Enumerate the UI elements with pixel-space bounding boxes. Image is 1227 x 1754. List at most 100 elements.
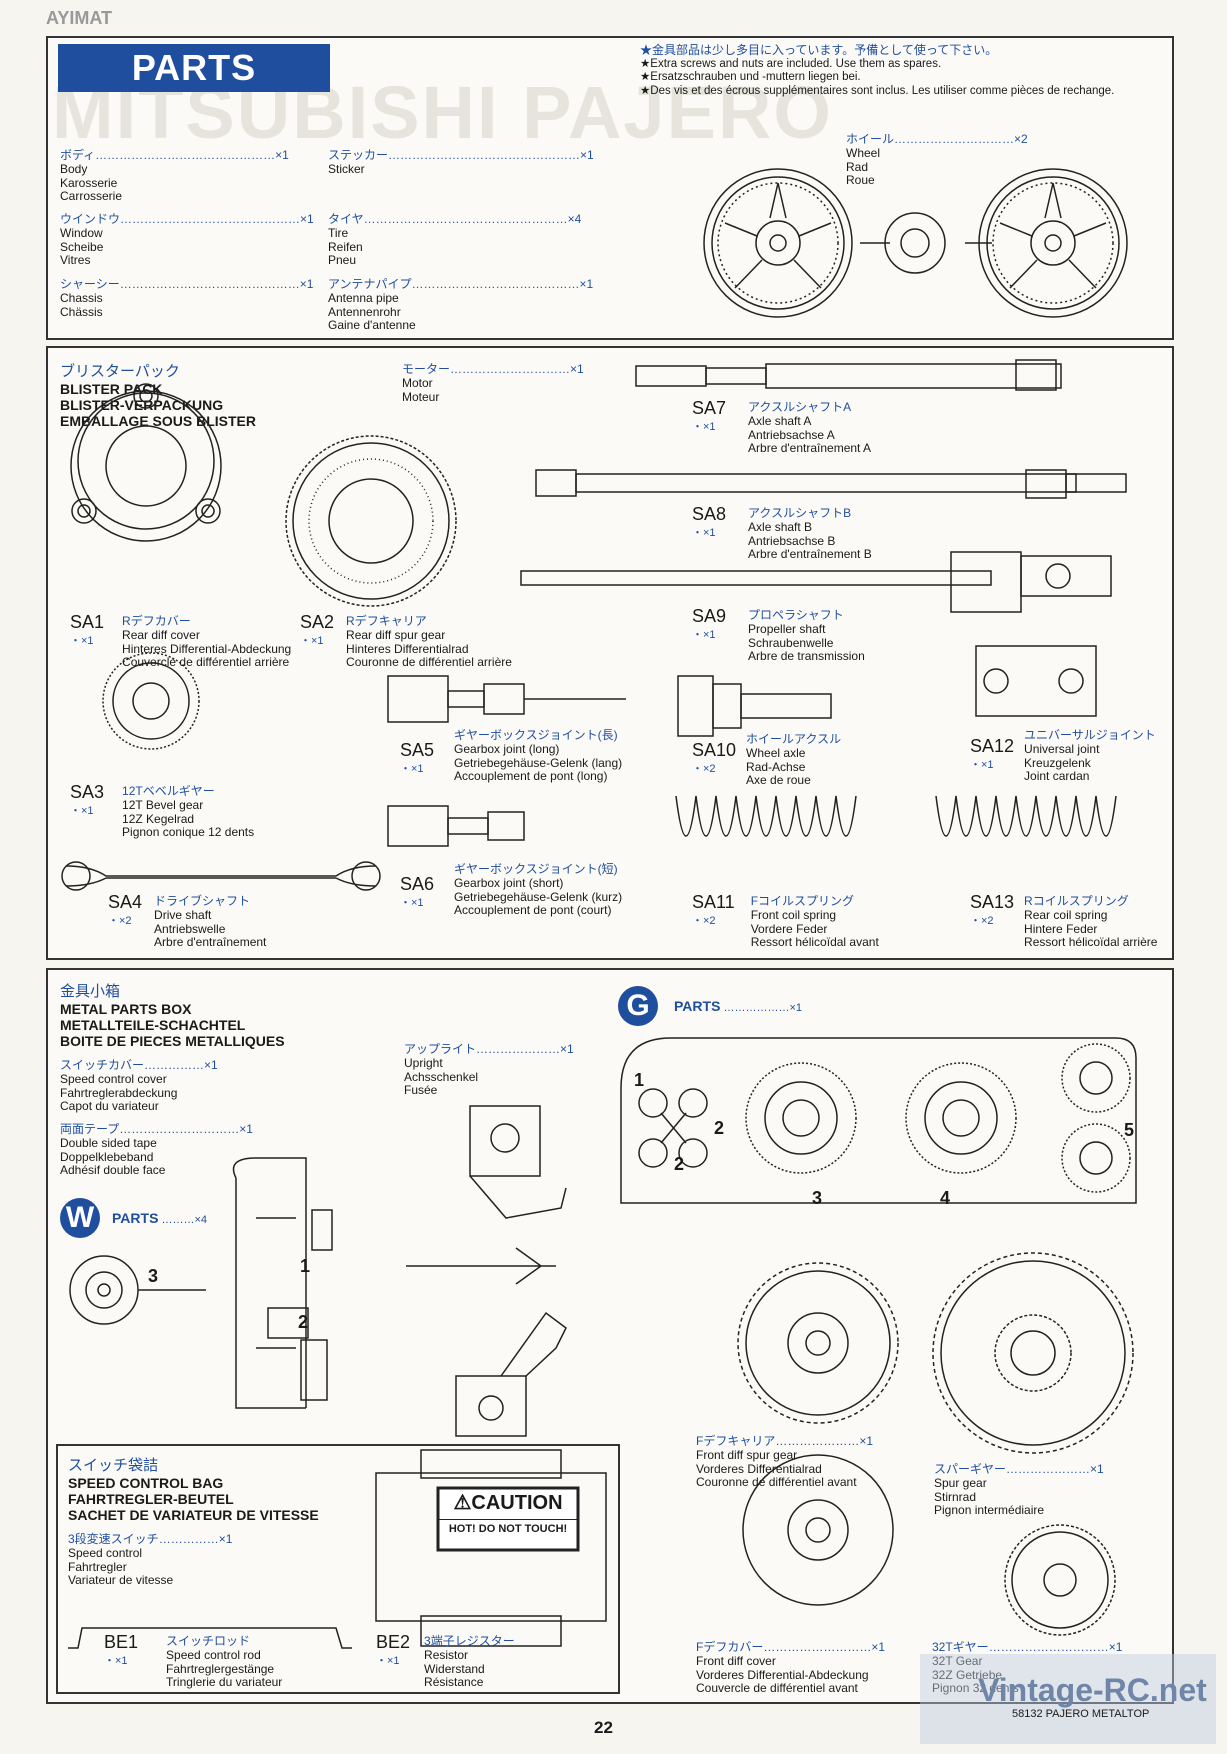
sa2-fr: Couronne de différentiel arrière bbox=[346, 655, 512, 669]
sa8-de: Antriebsachse B bbox=[748, 533, 836, 548]
sa9-de: Schraubenwelle bbox=[748, 635, 834, 650]
part-sticker-qty: ×1 bbox=[580, 148, 594, 162]
caution-text: CAUTION bbox=[471, 1492, 563, 1514]
front-cover-fr: Couvercle de différentiel avant bbox=[696, 1681, 858, 1695]
wheels-drawing bbox=[703, 168, 1128, 318]
item-sa5: SA5・×1 ギヤーボックスジョイント(長) Gearbox joint (lo… bbox=[400, 726, 622, 784]
g-part-number-2b: 2 bbox=[674, 1154, 685, 1174]
g-parts-qty: ×1 bbox=[789, 1002, 803, 1014]
metal-fr: BOITE DE PIECES METALLIQUES bbox=[60, 1033, 285, 1049]
sa8-fr: Arbre d'entraînement B bbox=[748, 547, 872, 561]
cover-fr: Capot du variateur bbox=[60, 1099, 159, 1113]
gear32-de: 32Z Getriebe bbox=[932, 1667, 1003, 1682]
item-be1: BE1・×1 スイッチロッド Speed control rod Fahrtre… bbox=[104, 1632, 282, 1690]
spares-note: ★金具部品は少し多目に入っています。予備として使って下さい。 ★Extra sc… bbox=[640, 43, 1114, 98]
sa3-code: SA3 bbox=[70, 782, 105, 802]
tape-fr: Adhésif double face bbox=[60, 1163, 166, 1177]
g-part-number-4: 4 bbox=[940, 1188, 951, 1208]
sa7-jp: アクスルシャフトA bbox=[748, 400, 852, 414]
front-cover-en: Front diff cover bbox=[696, 1654, 776, 1668]
sa7-de: Antriebsachse A bbox=[748, 427, 835, 442]
part-window-de: Scheibe bbox=[60, 239, 104, 254]
item-be2: BE2・×1 3端子レジスター Resistor Widerstand Rési… bbox=[376, 1632, 515, 1690]
sa3-fr: Pignon conique 12 dents bbox=[122, 825, 255, 839]
upright-en: Upright bbox=[404, 1056, 443, 1070]
part-body-fr: Carrosserie bbox=[60, 189, 123, 203]
front-cover-qty: ×1 bbox=[871, 1640, 886, 1654]
front-spur-de: Vorderes Differentialrad bbox=[696, 1461, 822, 1476]
blister-pack-box bbox=[46, 346, 1174, 960]
be2-qty: ・×1 bbox=[376, 1655, 400, 1667]
g-parts-label: PARTS ………………×1 bbox=[674, 998, 803, 1014]
part-chassis: シャーシー………………………………………×1 Chassis Chässis bbox=[60, 277, 314, 319]
item-sa9: SA9・×1 プロペラシャフト Propeller shaft Schraube… bbox=[692, 606, 865, 664]
part-body-qty: ×1 bbox=[275, 148, 289, 162]
be2-code: BE2 bbox=[376, 1632, 411, 1652]
part-chassis-de: Chässis bbox=[60, 304, 103, 319]
note-de: ★Ersatzschrauben und -muttern liegen bei… bbox=[640, 71, 861, 83]
upright-de: Achsschenkel bbox=[404, 1069, 479, 1084]
part-chassis-qty: ×1 bbox=[299, 277, 314, 291]
blister-drawings bbox=[61, 359, 1127, 891]
site-watermark: Vintage-RC.net bbox=[920, 1654, 1216, 1744]
switch-en: Speed control bbox=[68, 1546, 143, 1560]
speed-bag-fr: SACHET DE VARIATEUR DE VITESSE bbox=[68, 1507, 319, 1523]
cover-jp: スイッチカバー bbox=[60, 1058, 145, 1072]
sa6-de: Getriebegehäuse-Gelenk (kurz) bbox=[454, 889, 623, 904]
sa12-en: Universal joint bbox=[1024, 742, 1100, 756]
note-jp: ★金具部品は少し多目に入っています。予備として使って下さい。 bbox=[640, 43, 998, 57]
part-front-diff-spur: Fデフキャリア…………………×1 Front diff spur gear Vo… bbox=[696, 1434, 874, 1489]
warning-triangle-icon: ⚠ bbox=[453, 1492, 472, 1514]
g-parts-icon: G bbox=[618, 986, 658, 1026]
sa2-jp: Rデフキャリア bbox=[346, 614, 427, 628]
part-tire-en: Tire bbox=[328, 226, 349, 240]
cover-en: Speed control cover bbox=[60, 1072, 167, 1086]
sa8-code: SA8 bbox=[692, 504, 727, 524]
scan-header-text: AYIMAT bbox=[46, 8, 113, 28]
sa10-fr: Axe de roue bbox=[746, 773, 811, 787]
speed-control-bag-box bbox=[56, 1444, 620, 1694]
part-chassis-jp: シャーシー bbox=[60, 277, 120, 291]
be1-qty: ・×1 bbox=[104, 1655, 128, 1667]
sa12-jp: ユニバーサルジョイント bbox=[1024, 728, 1156, 742]
speed-bag-title: スイッチ袋詰 SPEED CONTROL BAG FAHRTREGLER-BEU… bbox=[68, 1454, 319, 1523]
part-tire-jp: タイヤ bbox=[328, 212, 364, 226]
speed-bag-de: FAHRTREGLER-BEUTEL bbox=[68, 1491, 234, 1507]
switch-qty: ×1 bbox=[218, 1532, 233, 1546]
cover-de: Fahrtreglerabdeckung bbox=[60, 1085, 178, 1100]
sa6-code: SA6 bbox=[400, 874, 435, 894]
part-tire-de: Reifen bbox=[328, 239, 363, 254]
switch-de: Fahrtregler bbox=[68, 1559, 127, 1574]
sa3-qty: ・×1 bbox=[70, 805, 94, 817]
sa2-code: SA2 bbox=[300, 612, 335, 632]
w-parts-text: PARTS bbox=[112, 1210, 159, 1226]
part-tire-fr: Pneu bbox=[328, 253, 357, 267]
item-sa13: SA13・×2 Rコイルスプリング Rear coil spring Hinte… bbox=[970, 892, 1157, 950]
sa9-jp: プロペラシャフト bbox=[748, 608, 844, 622]
sa10-code: SA10 bbox=[692, 740, 737, 760]
sa6-en: Gearbox joint (short) bbox=[454, 876, 564, 890]
w-part-number-1: 1 bbox=[300, 1256, 311, 1276]
sa7-qty: ・×1 bbox=[692, 421, 716, 433]
sa1-en: Rear diff cover bbox=[122, 628, 200, 642]
item-sa6: SA6・×1 ギヤーボックスジョイント(短) Gearbox joint (sh… bbox=[400, 860, 622, 918]
part-speed-cover: スイッチカバー……………×1 Speed control cover Fahrt… bbox=[60, 1058, 218, 1113]
item-sa11: SA11・×2 Fコイルスプリング Front coil spring Vord… bbox=[692, 892, 879, 950]
site-watermark-text: Vintage-RC.net bbox=[978, 1672, 1207, 1708]
sa13-fr: Ressort hélicoïdal arrière bbox=[1024, 935, 1158, 949]
sa11-code: SA11 bbox=[692, 892, 735, 912]
sa7-fr: Arbre d'entraînement A bbox=[748, 441, 872, 455]
sa1-de: Hinteres Differential-Abdeckung bbox=[122, 641, 292, 656]
sa5-jp: ギヤーボックスジョイント(長) bbox=[454, 728, 618, 742]
be1-en: Speed control rod bbox=[166, 1648, 261, 1662]
part-wheel-en: Wheel bbox=[846, 146, 881, 160]
g-part-number-5: 5 bbox=[1124, 1120, 1135, 1140]
front-cover-de: Vorderes Differential-Abdeckung bbox=[696, 1667, 869, 1682]
spur-fr: Pignon intermédiaire bbox=[934, 1503, 1045, 1517]
part-wheel: ホイール…………………………×2 Wheel Rad Roue bbox=[846, 132, 1028, 187]
part-body: ボディ………………………………………×1 Body Karosserie Car… bbox=[60, 148, 289, 203]
sa8-qty: ・×1 bbox=[692, 527, 716, 539]
g-parts-text: PARTS bbox=[674, 998, 721, 1014]
sa4-qty: ・×2 bbox=[108, 915, 132, 927]
caution-label: ⚠CAUTION HOT! DO NOT TOUCH! bbox=[438, 1490, 578, 1535]
